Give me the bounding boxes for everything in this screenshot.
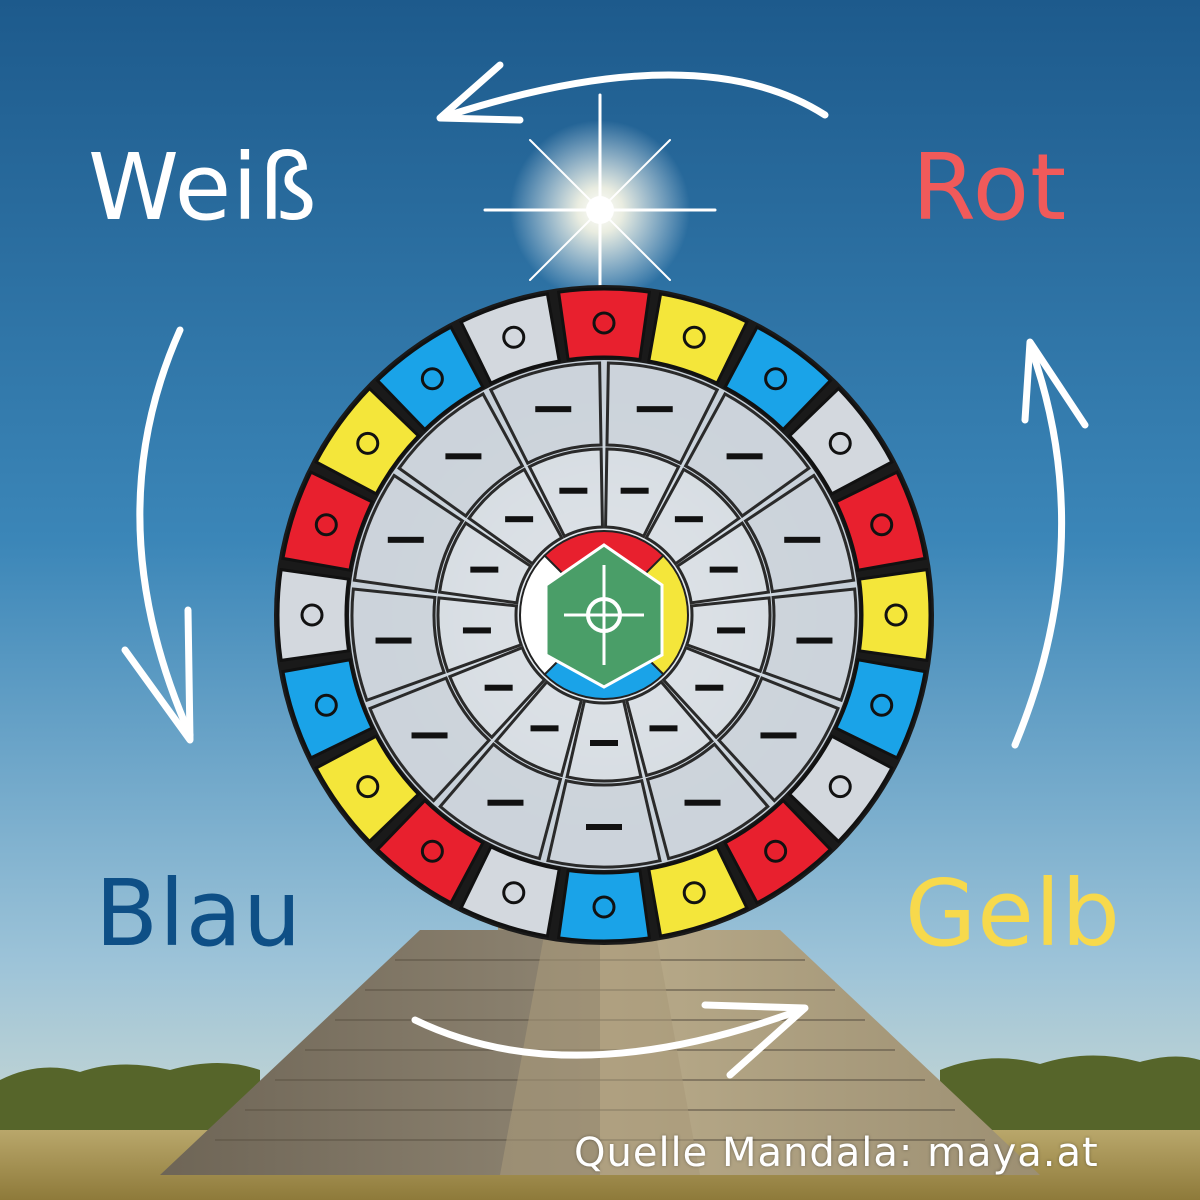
inner-bar-11	[470, 566, 499, 573]
day-sign-19	[375, 325, 485, 432]
day-sign-18	[314, 386, 421, 496]
label-red: Rot	[912, 134, 1068, 241]
tone-tile-13	[488, 361, 603, 466]
day-sign-glyph-2	[682, 325, 706, 349]
tone-bar-5	[760, 732, 797, 739]
day-sign-2	[647, 292, 749, 386]
tone-bar-9	[411, 732, 448, 739]
label-white: Weiß	[88, 134, 318, 241]
inner-bar-13	[559, 487, 588, 494]
day-sign-glyph-14	[356, 775, 380, 799]
inner-bar-12	[505, 516, 534, 523]
tone-bar-7	[586, 824, 622, 830]
tone-bar-1	[636, 406, 673, 413]
day-sign-12	[459, 844, 561, 938]
day-sign-glyph-19	[420, 367, 444, 391]
inner-tile-4	[684, 596, 772, 674]
tone-tile-7	[546, 778, 662, 869]
day-sign-glyph-20	[502, 325, 526, 349]
inner-tile-11	[437, 521, 533, 605]
arrow-top-icon	[446, 71, 829, 119]
day-sign-glyph-11	[592, 895, 616, 919]
day-sign-15	[281, 658, 375, 760]
inner-bar-2	[674, 516, 703, 523]
day-sign-glyph-1	[592, 311, 616, 335]
day-sign-glyph-17	[314, 513, 338, 537]
tone-bar-2	[726, 453, 763, 460]
day-sign-glyph-5	[870, 513, 894, 537]
cycle-arrows	[121, 61, 1089, 1079]
inner-bar-10	[462, 627, 491, 634]
day-sign-glyph-18	[356, 431, 380, 455]
image-credit: Quelle Mandala: maya.at	[574, 1130, 1099, 1176]
day-sign-glyph-6	[884, 603, 908, 627]
tone-bar-4	[796, 637, 833, 644]
day-sign-glyph-12	[502, 881, 526, 905]
arrow-right-icon	[1011, 341, 1066, 749]
arrow-left-icon	[136, 326, 194, 739]
tone-bar-11	[387, 536, 424, 543]
day-sign-glyph-8	[828, 775, 852, 799]
day-sign-glyph-4	[828, 431, 852, 455]
tone-tile-10	[350, 587, 446, 703]
day-sign-7	[833, 658, 927, 760]
day-sign-11	[556, 868, 652, 943]
day-sign-glyph-10	[682, 881, 706, 905]
day-sign-13	[375, 798, 485, 905]
inner-tile-3	[675, 521, 771, 605]
arrow-bottom-icon	[411, 1006, 804, 1059]
label-blue: Blau	[95, 860, 303, 967]
day-sign-17	[281, 470, 375, 572]
tone-bar-10	[375, 637, 412, 644]
inner-tile-9	[447, 645, 547, 740]
tone-bar-8	[487, 799, 524, 806]
day-sign-8	[787, 734, 894, 844]
day-sign-20	[459, 292, 561, 386]
sun	[483, 93, 717, 327]
day-sign-16	[276, 567, 351, 663]
day-sign-14	[314, 734, 421, 844]
mandala	[274, 285, 934, 945]
tone-tile-3	[743, 473, 856, 594]
day-sign-3	[723, 325, 833, 432]
tone-tile-1	[605, 361, 720, 466]
day-sign-glyph-13	[420, 839, 444, 863]
inner-tile-5	[661, 645, 761, 740]
day-sign-1	[556, 287, 652, 362]
day-sign-glyph-16	[300, 603, 324, 627]
treeline	[0, 1055, 1200, 1135]
day-sign-glyph-9	[764, 839, 788, 863]
inner-bar-7	[590, 740, 618, 746]
inner-bar-4	[717, 627, 746, 634]
tone-tile-9	[368, 676, 492, 803]
day-sign-glyph-7	[870, 693, 894, 717]
inner-bar-9	[484, 684, 513, 691]
day-sign-9	[723, 798, 833, 905]
day-sign-10	[647, 844, 749, 938]
day-sign-5	[833, 470, 927, 572]
inner-bar-5	[695, 684, 724, 691]
tone-bar-6	[684, 799, 721, 806]
day-sign-glyph-15	[314, 693, 338, 717]
tone-bar-13	[535, 406, 572, 413]
label-yellow: Gelb	[905, 860, 1121, 967]
tone-tile-11	[352, 473, 465, 594]
inner-bar-8	[530, 725, 559, 732]
tone-tile-5	[716, 676, 840, 803]
tone-tile-4	[762, 587, 858, 703]
inner-bar-6	[649, 725, 678, 732]
inner-bar-1	[620, 487, 649, 494]
day-sign-6	[857, 567, 932, 663]
tone-bar-12	[445, 453, 482, 460]
day-sign-4	[787, 386, 894, 496]
tone-bar-3	[784, 536, 821, 543]
inner-bar-3	[709, 566, 738, 573]
day-sign-glyph-3	[764, 367, 788, 391]
inner-tile-10	[436, 596, 524, 674]
